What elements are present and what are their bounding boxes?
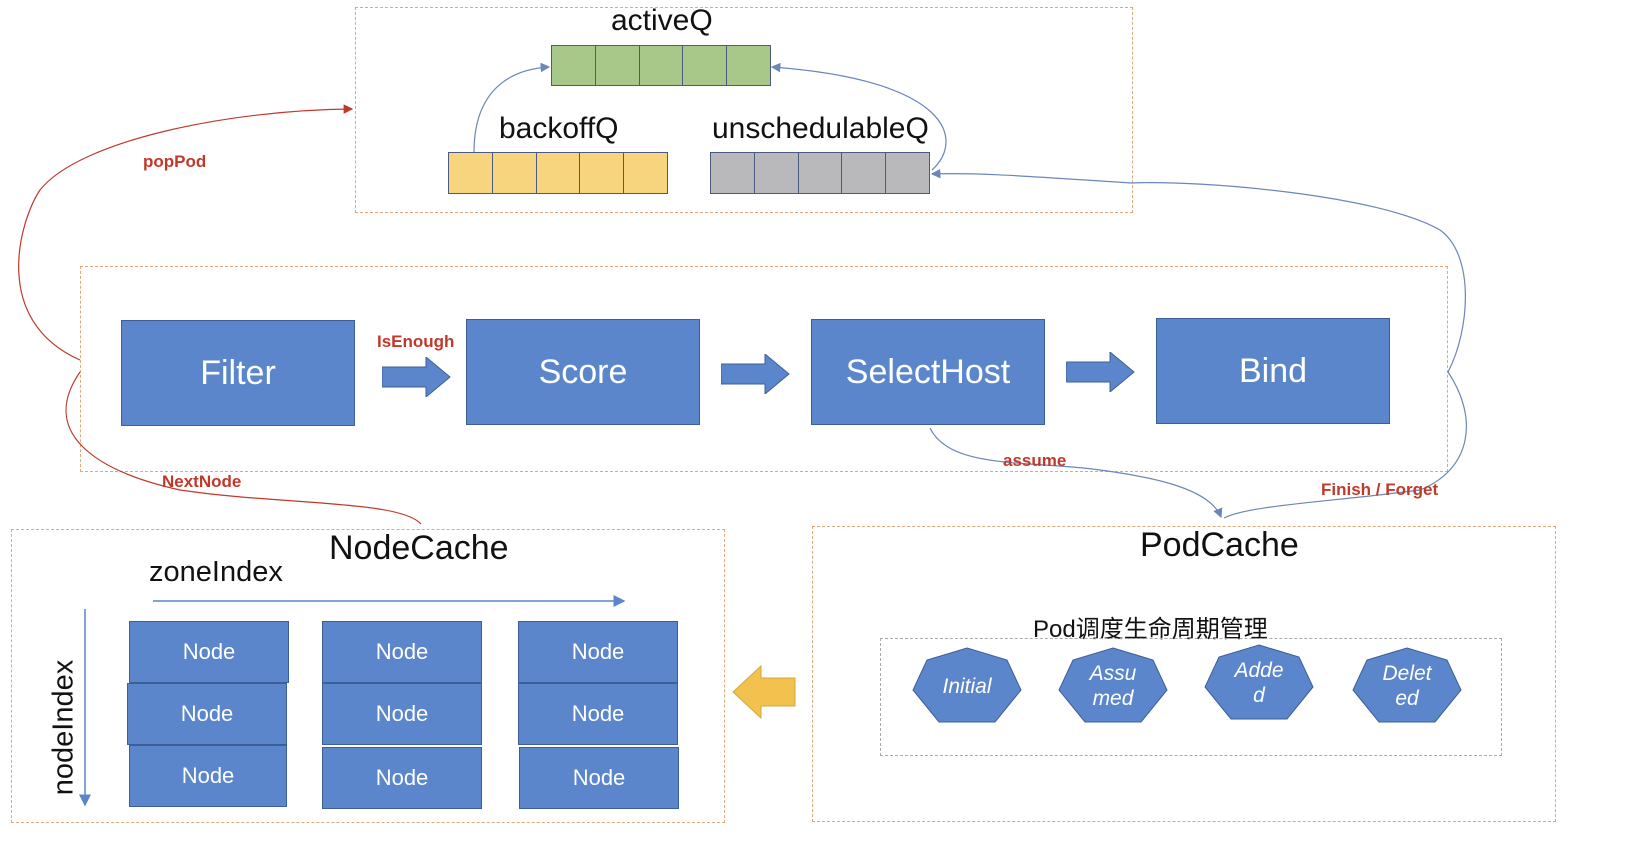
isenough-label: IsEnough	[377, 332, 455, 351]
heptagon-icon	[1058, 647, 1168, 723]
queue-cell	[491, 152, 537, 194]
score-stage: Score	[466, 319, 700, 425]
queue-cell	[535, 152, 581, 194]
node-cell: Node	[519, 747, 679, 809]
unschedulableq-queue	[710, 152, 930, 194]
finish-forget-label: Finish / Forget	[1321, 480, 1439, 499]
podcache-region	[812, 526, 1556, 822]
queue-cell	[841, 152, 887, 194]
node-cell: Node	[129, 621, 289, 683]
assume-label: assume	[1003, 451, 1067, 470]
state-assumed: Assu med	[1057, 646, 1169, 726]
heptagon-icon	[912, 647, 1022, 723]
queue-cell	[594, 45, 640, 86]
node-cell: Node	[129, 745, 287, 807]
state-label: Adde d	[1234, 659, 1284, 707]
queue-cell	[551, 45, 596, 86]
queue-cell	[797, 152, 843, 194]
arrow-left-icon	[732, 664, 796, 720]
state-added: Adde d	[1203, 643, 1315, 723]
heptagon-icon	[1352, 647, 1462, 723]
activeq-title: activeQ	[611, 4, 713, 37]
unschedulableq-title: unschedulableQ	[712, 112, 929, 145]
nextnode-label: NextNode	[162, 472, 242, 491]
queue-cell	[726, 45, 771, 86]
lifecycle-box	[880, 638, 1502, 756]
queue-cell	[710, 152, 755, 194]
nodeindex-label: nodeIndex	[47, 659, 80, 796]
backoffq-queue	[448, 152, 668, 194]
node-cell: Node	[322, 621, 482, 683]
arrow-right-icon	[721, 354, 790, 394]
state-label: Initial	[942, 674, 992, 698]
state-label: Assu med	[1089, 662, 1137, 710]
state-deleted: Delet ed	[1351, 646, 1463, 726]
state-initial: Initial	[911, 646, 1023, 726]
zoneindex-label: zoneIndex	[149, 556, 283, 588]
queue-cell	[682, 45, 728, 86]
queue-cell	[448, 152, 493, 194]
nodecache-title: NodeCache	[329, 529, 509, 567]
queue-cell	[623, 152, 668, 194]
scheduling-queue-region	[355, 7, 1133, 213]
node-cell: Node	[518, 683, 678, 745]
activeq-queue	[551, 45, 771, 86]
selecthost-stage: SelectHost	[811, 319, 1045, 425]
nodecache-region	[11, 529, 725, 823]
state-label: Delet ed	[1382, 662, 1432, 710]
backoffq-title: backoffQ	[499, 112, 619, 145]
queue-cell	[885, 152, 930, 194]
node-cell: Node	[322, 747, 482, 809]
arrow-right-icon	[382, 357, 451, 397]
queue-cell	[638, 45, 684, 86]
filter-stage: Filter	[121, 320, 355, 426]
bind-stage: Bind	[1156, 318, 1390, 424]
node-cell: Node	[518, 621, 678, 683]
podcache-title: PodCache	[1140, 526, 1299, 564]
queue-cell	[753, 152, 799, 194]
poppod-label: popPod	[143, 152, 207, 171]
node-cell: Node	[127, 683, 287, 745]
arrow-right-icon	[1066, 352, 1135, 392]
node-cell: Node	[322, 683, 482, 745]
queue-cell	[579, 152, 625, 194]
heptagon-icon	[1204, 644, 1314, 720]
